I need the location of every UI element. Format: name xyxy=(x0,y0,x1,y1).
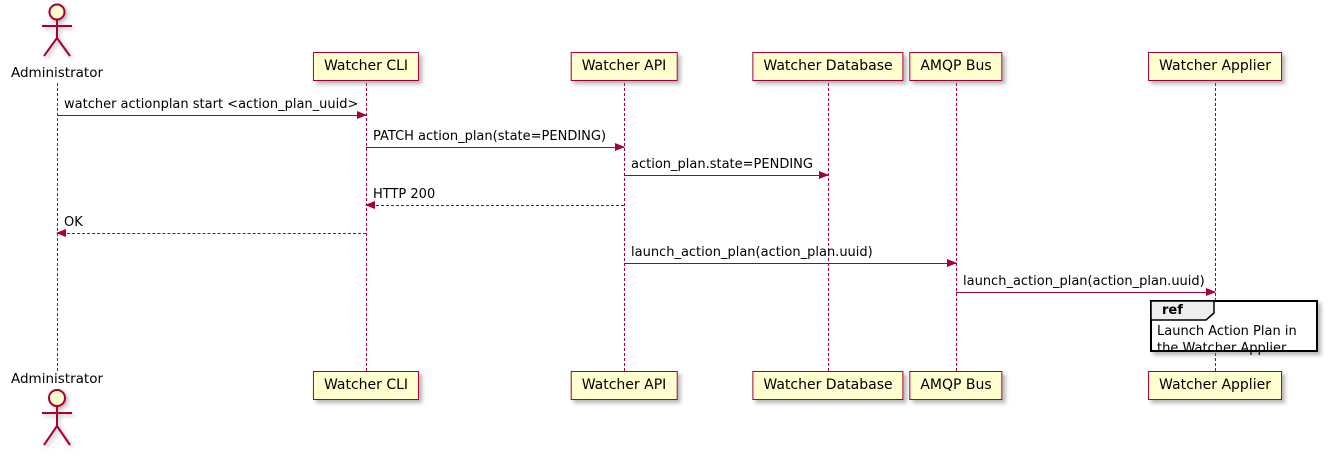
lifeline-watcher-api xyxy=(624,83,625,371)
message-label: OK xyxy=(64,215,83,230)
ref-keyword: ref xyxy=(1162,303,1183,318)
lifeline-amqp-bus xyxy=(956,83,957,371)
lifeline-watcher-applier xyxy=(1215,83,1216,371)
message-line xyxy=(624,175,828,176)
actor-icon xyxy=(42,389,72,446)
message-line xyxy=(57,115,366,116)
actor-label-bottom: Administrator xyxy=(10,371,104,387)
arrowhead-icon xyxy=(615,142,625,151)
lifeline-watcher-cli xyxy=(366,83,367,371)
lifeline-watcher-database xyxy=(828,83,829,371)
message-label: action_plan.state=PENDING xyxy=(631,157,813,172)
actor-label-top: Administrator xyxy=(10,65,104,81)
ref-fragment: ref Launch Action Plan in the Watcher Ap… xyxy=(1150,300,1318,356)
arrowhead-icon xyxy=(947,258,957,267)
message-line xyxy=(366,205,624,206)
participant-amqp-bus-top: AMQP Bus xyxy=(909,52,1003,81)
participant-watcher-database-top: Watcher Database xyxy=(752,52,904,81)
participant-watcher-api-bottom: Watcher API xyxy=(570,371,678,400)
participant-watcher-api-top: Watcher API xyxy=(570,52,678,81)
participant-watcher-cli-bottom: Watcher CLI xyxy=(312,371,420,400)
actor-icon xyxy=(42,3,72,57)
participant-watcher-applier-bottom: Watcher Applier xyxy=(1148,371,1282,400)
message-label: launch_action_plan(action_plan.uuid) xyxy=(963,274,1205,289)
participant-amqp-bus-bottom: AMQP Bus xyxy=(909,371,1003,400)
ref-header-shape xyxy=(1151,301,1215,321)
participant-watcher-cli-top: Watcher CLI xyxy=(312,52,420,81)
arrowhead-icon xyxy=(365,200,375,209)
message-label: HTTP 200 xyxy=(373,187,436,202)
participant-watcher-applier-top: Watcher Applier xyxy=(1148,52,1282,81)
arrowhead-icon xyxy=(819,170,829,179)
ref-text: Launch Action Plan in the Watcher Applie… xyxy=(1157,324,1297,356)
message-label: watcher actionplan start <action_plan_uu… xyxy=(64,97,359,112)
message-line xyxy=(624,263,956,264)
message-label: PATCH action_plan(state=PENDING) xyxy=(373,129,607,144)
message-line xyxy=(956,292,1215,293)
message-label: launch_action_plan(action_plan.uuid) xyxy=(631,245,873,260)
arrowhead-icon xyxy=(1206,287,1216,296)
arrowhead-icon xyxy=(56,228,66,237)
message-line xyxy=(366,147,624,148)
arrowhead-icon xyxy=(357,110,367,119)
lifeline-administrator xyxy=(57,83,58,371)
participant-watcher-database-bottom: Watcher Database xyxy=(752,371,904,400)
message-line xyxy=(57,233,366,234)
